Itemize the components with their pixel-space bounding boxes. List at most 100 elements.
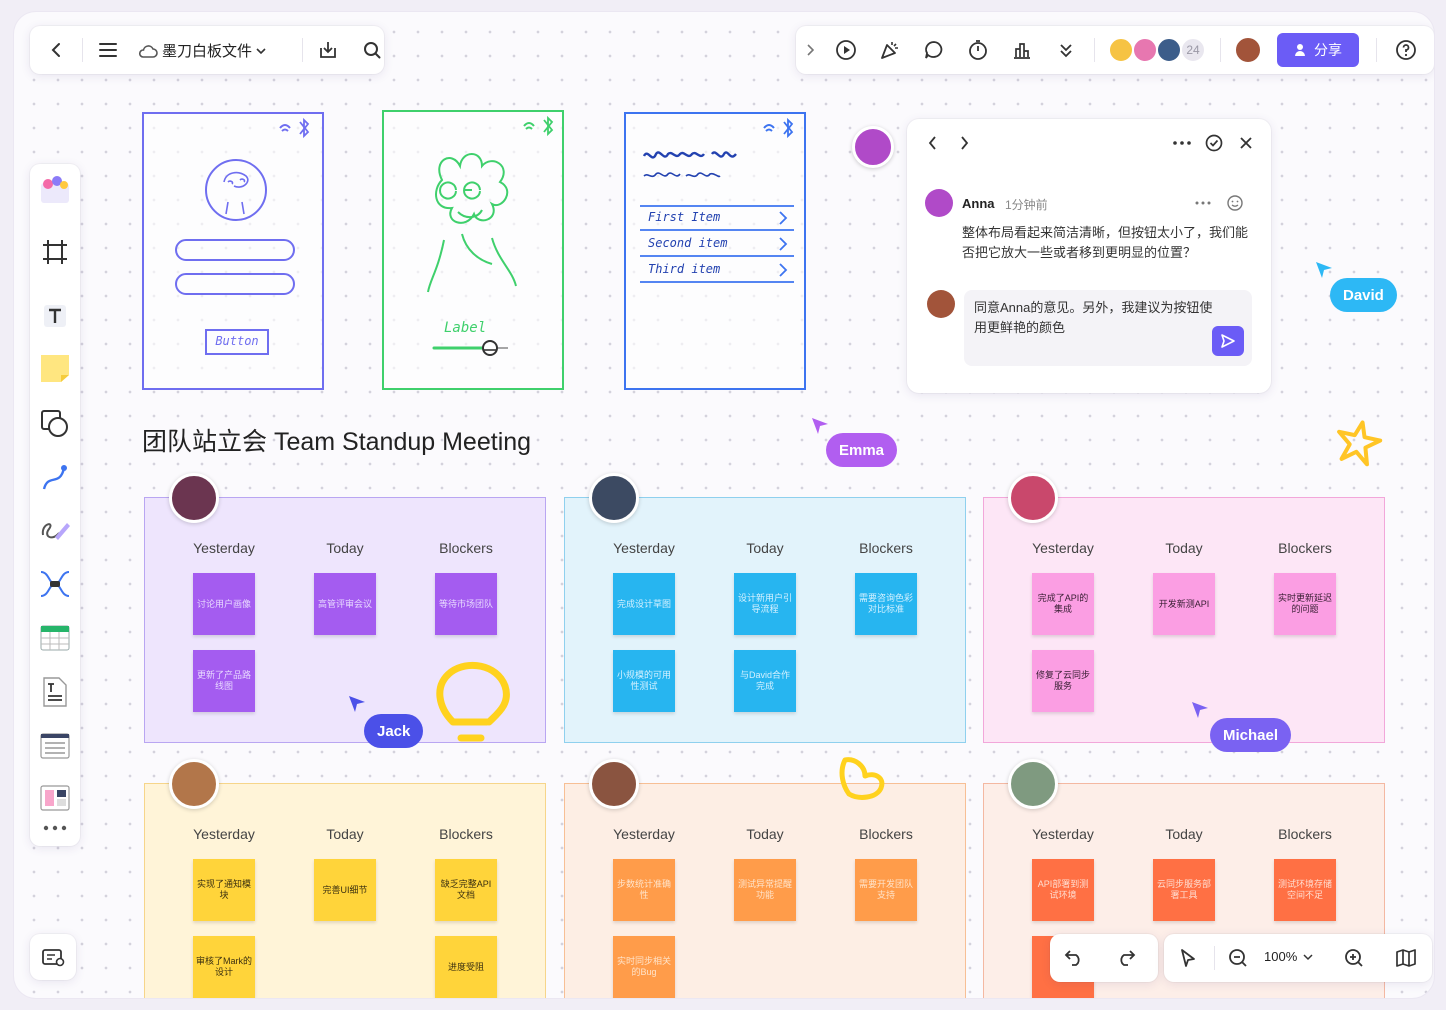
cursor-jack-icon	[349, 696, 365, 712]
reply-user-avatar	[927, 290, 955, 318]
standup-card[interactable]: Yesterday Today Blockers 完成设计草图 小规模的可用性测…	[564, 473, 966, 743]
share-button[interactable]: 分享	[1277, 33, 1359, 67]
celebrate-icon[interactable]	[878, 38, 902, 62]
collaborator-avatar[interactable]	[1132, 37, 1158, 63]
comment-icon[interactable]	[922, 38, 946, 62]
reply-input[interactable]: 同意Anna的意见。另外，我建议为按钮使用更鲜艳的颜色	[964, 290, 1252, 366]
layout-icon[interactable]	[37, 780, 73, 816]
standup-card[interactable]: Yesterday Today Blockers 讨论用户画像 更新了产品路线图…	[144, 473, 546, 748]
current-user-avatar[interactable]	[1234, 36, 1262, 64]
sticky-note[interactable]: 修复了云同步服务	[1032, 650, 1094, 712]
timer-icon[interactable]	[966, 38, 990, 62]
present-icon[interactable]	[834, 38, 858, 62]
sticky-note[interactable]: 云同步服务部署工具	[1153, 859, 1215, 921]
more-down-icon[interactable]	[1054, 38, 1078, 62]
frame-icon[interactable]	[37, 234, 73, 270]
send-button[interactable]	[1212, 326, 1244, 356]
prev-comment-icon[interactable]	[923, 133, 941, 153]
more-icon[interactable]	[1171, 133, 1193, 153]
close-icon[interactable]	[1235, 133, 1257, 153]
collaborator-avatar[interactable]	[1108, 37, 1134, 63]
sticky-note[interactable]: 完成了API的集成	[1032, 573, 1094, 635]
whiteboard-canvas[interactable]: 墨刀白板文件	[14, 12, 1434, 998]
sticky-note[interactable]: 开发新测API	[1153, 573, 1215, 635]
column-header: Today	[326, 540, 364, 556]
sticky-note[interactable]: 与David合作完成	[734, 650, 796, 712]
emoji-icon[interactable]	[1225, 193, 1245, 213]
column-header: Blockers	[1278, 826, 1332, 842]
sticky-note[interactable]: 实时同步相关的Bug	[613, 936, 675, 998]
column-header: Blockers	[1278, 540, 1332, 556]
sticky-note-icon[interactable]	[37, 350, 73, 386]
wireframe-avatar[interactable]: Label	[382, 110, 564, 390]
member-avatar	[589, 473, 639, 523]
zoom-in-icon[interactable]	[1342, 946, 1366, 970]
reply-text: 同意Anna的意见。另外，我建议为按钮使用更鲜艳的颜色	[974, 300, 1213, 335]
zoom-out-icon[interactable]	[1226, 946, 1250, 970]
sticky-note[interactable]: 完善UI细节	[314, 859, 376, 921]
document-icon[interactable]	[37, 674, 73, 710]
lightbulb-sticker-icon[interactable]	[431, 656, 511, 752]
zoom-level-dropdown[interactable]: 100%	[1264, 949, 1313, 964]
sticky-note[interactable]: 小规模的可用性测试	[613, 650, 675, 712]
sticky-note[interactable]: 步数统计准确性	[613, 859, 675, 921]
sticky-note[interactable]: 实现了通知模块	[193, 859, 255, 921]
collaborator-avatar[interactable]	[1156, 37, 1182, 63]
sticky-note[interactable]: 实时更新延迟的问题	[1274, 573, 1336, 635]
minimap-toggle[interactable]	[30, 934, 76, 980]
standup-card[interactable]: Yesterday Today Blockers 步数统计准确性 实时同步相关的…	[564, 757, 966, 998]
file-title: 墨刀白板文件	[162, 43, 253, 60]
resolve-icon[interactable]	[1203, 133, 1225, 153]
file-title-dropdown[interactable]: 墨刀白板文件	[138, 40, 266, 61]
sticky-note[interactable]: 缺乏完整API文档	[435, 859, 497, 921]
wireframe-list[interactable]: First Item Second item Third item	[624, 112, 806, 390]
mindmap-icon[interactable]	[37, 566, 73, 602]
sticky-note[interactable]: 测试环境存储空间不足	[1274, 859, 1336, 921]
select-tool-icon[interactable]	[1176, 946, 1200, 970]
comment-more-icon[interactable]	[1193, 195, 1213, 211]
sticky-note[interactable]: API部署到测试环境	[1032, 859, 1094, 921]
menu-icon[interactable]	[96, 38, 120, 62]
search-icon[interactable]	[360, 38, 384, 62]
help-icon[interactable]	[1394, 38, 1418, 62]
sticky-note[interactable]: 高管评审会议	[314, 573, 376, 635]
sticky-note[interactable]: 设计新用户引导流程	[734, 573, 796, 635]
wireframe-login[interactable]: Button	[142, 112, 324, 390]
comment-author-pin[interactable]	[852, 126, 894, 168]
text-icon[interactable]	[37, 298, 73, 334]
column-header: Today	[1165, 826, 1203, 842]
undo-icon[interactable]	[1062, 946, 1086, 970]
shape-icon[interactable]	[37, 406, 73, 442]
sticky-note[interactable]: 等待市场团队	[435, 573, 497, 635]
import-icon[interactable]	[316, 38, 340, 62]
pen-icon[interactable]	[37, 512, 73, 548]
sticky-note[interactable]: 完成设计草图	[613, 573, 675, 635]
sticky-note[interactable]: 更新了产品路线图	[193, 650, 255, 712]
sticky-note[interactable]: 需要咨询色彩对比标准	[855, 573, 917, 635]
standup-card[interactable]: Yesterday Today Blockers 完成了API的集成 修复了云同…	[983, 473, 1385, 752]
sticky-note[interactable]: 讨论用户画像	[193, 573, 255, 635]
sticky-note[interactable]: 测试异常提醒功能	[734, 859, 796, 921]
vote-icon[interactable]	[1010, 38, 1034, 62]
more-tools-icon[interactable]	[37, 816, 73, 840]
list-icon[interactable]	[37, 728, 73, 764]
sticky-note[interactable]: 审核了Mark的设计	[193, 936, 255, 998]
table-icon[interactable]	[37, 620, 73, 656]
history-controls	[1050, 934, 1158, 982]
star-sticker-icon[interactable]	[1332, 418, 1384, 470]
collapse-icon[interactable]	[802, 40, 818, 60]
map-icon[interactable]	[1394, 946, 1418, 970]
connector-icon[interactable]	[37, 460, 73, 496]
template-icon[interactable]	[37, 172, 73, 208]
back-icon[interactable]	[44, 38, 68, 62]
heart-sticker-icon[interactable]	[835, 754, 889, 804]
redo-icon[interactable]	[1114, 946, 1138, 970]
share-label: 分享	[1314, 42, 1342, 58]
column-header: Blockers	[439, 540, 493, 556]
cloud-icon	[138, 44, 158, 58]
sticky-note[interactable]: 需要开发团队支持	[855, 859, 917, 921]
sticky-note[interactable]: 进度受阻	[435, 936, 497, 998]
standup-card[interactable]: Yesterday Today Blockers 实现了通知模块 审核了Mark…	[144, 759, 546, 998]
collaborator-count[interactable]: 24	[1180, 37, 1206, 63]
next-comment-icon[interactable]	[955, 133, 973, 153]
